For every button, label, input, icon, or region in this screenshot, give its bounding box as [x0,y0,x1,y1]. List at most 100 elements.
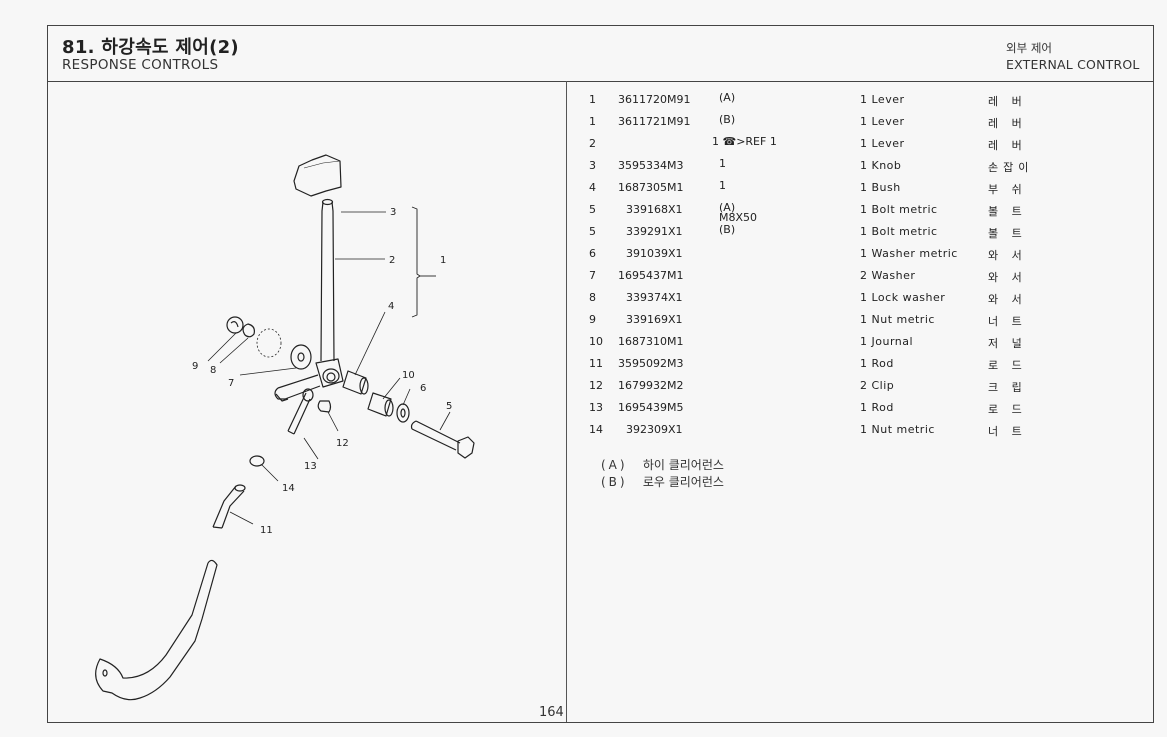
part-description: 1 Nut metric [860,313,935,326]
part-description-korean: 레 버 [988,95,1027,108]
page-frame: 81. 하강속도 제어(2) RESPONSE CONTROLS 외부 제어 E… [47,25,1154,723]
page-title-korean: 81. 하강속도 제어(2) [62,37,239,58]
part-number: 1695437M1 [618,269,684,282]
item-number: 2 [589,137,596,150]
part-description: 1 Bolt metric [860,225,938,238]
part-description: 1 Lever [860,137,905,150]
part-number: 1695439M5 [618,401,684,414]
part-number: 339168X1 [626,203,683,216]
part-description-korean: 너 트 [988,425,1027,438]
lock-washer-part-8 [242,323,255,338]
footnotes: (A) 하이 클리어런스 (B) 로우 클리어런스 [601,456,724,490]
item-number: 8 [589,291,596,304]
part-number: 391039X1 [626,247,683,260]
callout-13: 13 [304,461,317,472]
part-description: 1 Washer metric [860,247,958,260]
callout-4: 4 [388,301,394,312]
part-description: 1 Nut metric [860,423,935,436]
part-description-korean: 볼 트 [988,227,1027,240]
item-number: 10 [589,335,603,348]
footnote-text: 로우 클리어런스 [642,475,724,489]
part-description: 1 Rod [860,401,894,414]
part-number: 1679932M2 [618,379,684,392]
item-number: 9 [589,313,596,326]
part-note: (A) M8X50 [719,201,758,224]
callout-7: 7 [228,378,234,389]
callout-8: 8 [210,365,216,376]
part-description-korean: 부 쉬 [988,183,1027,196]
part-number: 339291X1 [626,225,683,238]
part-number: 1687305M1 [618,181,684,194]
part-note: (A) [719,91,736,104]
part-description-korean: 와 서 [988,293,1027,306]
part-description-korean: 저 널 [988,337,1027,350]
part-number: 3595334M3 [618,159,684,172]
callout-9: 9 [192,361,198,372]
footnote-key: (B) [601,475,628,489]
part-description-korean: 너 트 [988,315,1027,328]
journal-part-10 [367,392,392,417]
part-description: 1 Lever [860,115,905,128]
item-number: 1 [589,93,596,106]
item-number: 11 [589,357,603,370]
bolt-part-5 [410,420,461,451]
part-description: 1 Lever [860,93,905,106]
page-number: 164 [539,705,564,720]
footnote-a: (A) 하이 클리어런스 [601,456,724,473]
item-number: 5 [589,225,596,238]
footnote-text: 하이 클리어런스 [642,458,724,472]
nut-part-14 [249,455,265,467]
item-number: 14 [589,423,603,436]
part-number: 339374X1 [626,291,683,304]
part-description-korean: 손잡이 [988,161,1034,174]
washer-part-7 [290,344,312,370]
part-number: 392309X1 [626,423,683,436]
parts-illustration: 3 2 1 4 9 8 7 10 6 5 12 13 14 11 [95,154,475,701]
nut-part-9 [226,316,244,334]
part-description: 1 Journal [860,335,914,348]
item-number: 3 [589,159,596,172]
part-description: 2 Washer [860,269,916,282]
part-description: 1 Lock washer [860,291,946,304]
section-subtitle-english: EXTERNAL CONTROL [1006,57,1140,72]
callout-3: 3 [390,207,396,218]
curved-rod-part [95,559,218,701]
part-number: 3595092M3 [618,357,684,370]
item-number: 7 [589,269,596,282]
footnote-key: (A) [601,458,628,472]
callout-labels: 3 2 1 4 9 8 7 10 6 5 12 13 14 11 [192,207,452,536]
item-number: 12 [589,379,603,392]
part-description: 1 Knob [860,159,902,172]
column-divider [566,81,567,722]
lever-hub-part [315,358,344,388]
bush-part-4 [342,370,367,395]
part-number: 3611720M91 [618,93,691,106]
part-description-korean: 와 서 [988,249,1027,262]
item-number: 4 [589,181,596,194]
part-note: 1 [719,157,726,170]
item-number: 6 [589,247,596,260]
part-description-korean: 로 드 [988,359,1027,372]
item-number: 1 [589,115,596,128]
part-description: 1 Rod [860,357,894,370]
knob-part [293,154,342,197]
lever-shaft-part [320,201,335,362]
part-note: 1 [719,179,726,192]
part-description-korean: 크 립 [988,381,1027,394]
part-number: 1687310M1 [618,335,684,348]
part-note: (B) [719,223,736,236]
item-number: 13 [589,401,603,414]
part-description-korean: 와 서 [988,271,1027,284]
part-note: 1 ☎>REF 1 [712,135,777,148]
callout-14: 14 [282,483,295,494]
clip-part-12 [317,400,332,413]
part-description-korean: 볼 트 [988,205,1027,218]
callout-10: 10 [402,370,415,381]
callout-2: 2 [389,255,395,266]
page-header: 81. 하강속도 제어(2) RESPONSE CONTROLS 외부 제어 E… [48,26,1153,82]
page-title-english: RESPONSE CONTROLS [62,57,219,73]
callout-6: 6 [420,383,426,394]
exploded-parts-diagram: 3 2 1 4 9 8 7 10 6 5 12 13 14 11 164 [48,81,566,722]
callout-1: 1 [440,255,446,266]
